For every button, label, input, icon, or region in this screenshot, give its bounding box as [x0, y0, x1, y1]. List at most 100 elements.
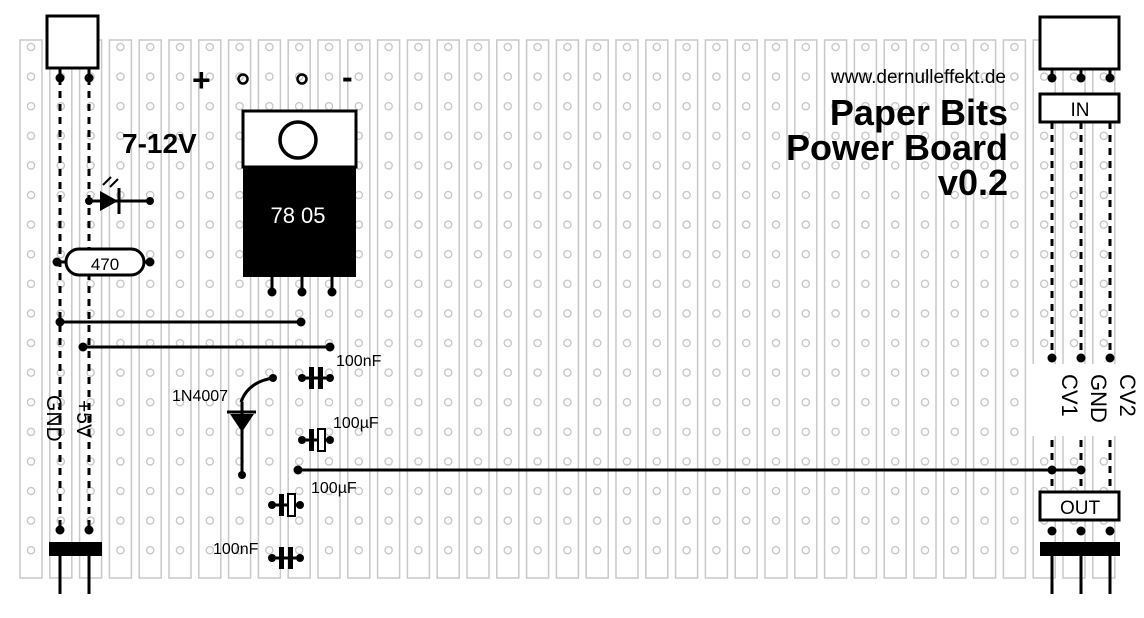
strip-hole	[682, 101, 691, 111]
strip-hole	[384, 457, 393, 466]
voltage-regulator-7805: 78 05	[241, 109, 358, 297]
strip-hole	[26, 279, 36, 289]
strip-hole	[652, 397, 662, 407]
strip-hole	[652, 101, 662, 111]
strip-hole	[861, 545, 870, 555]
strip-hole	[712, 42, 721, 52]
strip-hole	[294, 309, 304, 318]
strip-hole	[384, 220, 393, 229]
strip-hole	[414, 486, 423, 496]
strip-hole	[1010, 427, 1019, 437]
title-line-2: Power Board	[786, 127, 1008, 168]
left-power-connector	[45, 14, 100, 83]
strip-hole	[1069, 309, 1079, 318]
stripboard-strips	[19, 39, 1116, 579]
strip-hole	[116, 131, 125, 141]
strip-hole	[920, 190, 930, 200]
strip-hole	[1069, 249, 1079, 259]
strip-hole	[682, 249, 691, 259]
strip-hole	[712, 338, 721, 348]
strip-hole	[592, 249, 602, 259]
strip-hole	[652, 338, 662, 348]
strip-hole	[443, 516, 453, 525]
strip-hole	[652, 161, 662, 170]
strip-hole	[443, 131, 453, 141]
strip-hole	[622, 516, 632, 525]
copper-strip	[406, 39, 431, 579]
strip-hole	[324, 427, 334, 437]
strip-hole	[920, 72, 930, 81]
strip-hole	[1069, 190, 1079, 200]
strip-hole	[563, 397, 572, 407]
strip-hole	[443, 161, 453, 170]
strip-hole	[563, 516, 572, 525]
strip-hole	[503, 338, 513, 348]
copper-strip	[645, 39, 669, 579]
copper-strip	[168, 39, 192, 579]
strip-hole	[712, 101, 721, 111]
strip-hole	[682, 427, 691, 437]
strip-hole	[26, 309, 36, 318]
strip-hole	[920, 338, 930, 348]
strip-hole	[503, 397, 513, 407]
strip-hole	[26, 249, 36, 259]
strip-hole	[116, 516, 125, 525]
copper-strip	[436, 39, 460, 579]
strip-hole	[831, 486, 840, 496]
strip-hole	[354, 279, 364, 289]
strip-hole	[384, 131, 393, 141]
strip-hole	[801, 42, 811, 52]
strip-hole	[741, 220, 751, 229]
strip-hole	[533, 545, 542, 555]
strip-hole	[205, 516, 215, 525]
copper-strip	[227, 39, 252, 579]
strip-hole	[801, 220, 811, 229]
strip-hole	[1010, 368, 1019, 377]
strip-hole	[205, 190, 215, 200]
strip-hole	[801, 516, 811, 525]
strip-hole	[682, 279, 691, 289]
strip-hole	[652, 427, 662, 437]
strip-hole	[980, 486, 989, 496]
strip-hole	[384, 190, 393, 200]
strip-hole	[235, 42, 244, 52]
strip-hole	[950, 397, 960, 407]
strip-hole	[26, 427, 36, 437]
strip-hole	[116, 427, 125, 437]
strip-hole	[712, 457, 721, 466]
strip-hole	[950, 131, 960, 141]
strip-hole	[1099, 457, 1109, 466]
strip-hole	[861, 72, 870, 81]
strip-hole	[950, 516, 960, 525]
gnd-rail-label: GND	[42, 395, 65, 442]
strip-hole	[235, 545, 244, 555]
strip-hole	[354, 190, 364, 200]
strip-hole	[563, 161, 572, 170]
strip-hole	[890, 427, 900, 437]
strip-hole	[861, 42, 870, 52]
strip-hole	[950, 279, 960, 289]
strip-hole	[890, 42, 900, 52]
strip-hole	[563, 42, 572, 52]
copper-strip	[19, 39, 43, 579]
strip-hole	[950, 249, 960, 259]
strip-hole	[145, 397, 155, 407]
strip-hole	[771, 309, 781, 318]
strip-hole	[324, 457, 334, 466]
strip-hole	[414, 309, 423, 318]
strip-hole	[354, 397, 364, 407]
strip-hole	[443, 190, 453, 200]
strip-hole	[1010, 220, 1019, 229]
strip-hole	[861, 131, 870, 141]
strip-hole	[324, 42, 334, 52]
strip-hole	[831, 309, 840, 318]
strip-hole	[1039, 220, 1049, 229]
strip-hole	[1039, 457, 1049, 466]
strip-hole	[443, 427, 453, 437]
strip-hole	[950, 338, 960, 348]
strip-hole	[533, 279, 542, 289]
strip-hole	[831, 516, 840, 525]
capacitor-100uf-2	[268, 493, 304, 517]
strip-hole	[235, 486, 244, 496]
strip-hole	[175, 101, 185, 111]
